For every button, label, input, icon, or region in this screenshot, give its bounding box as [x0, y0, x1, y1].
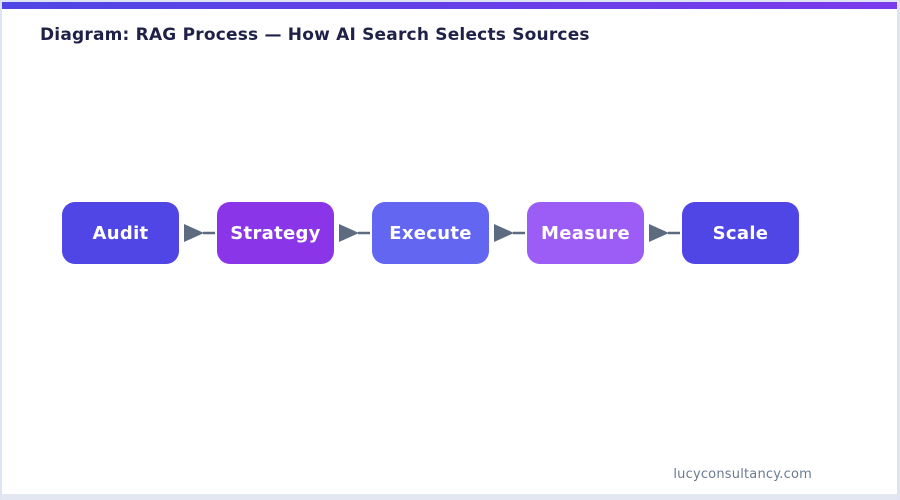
arrow-right-icon: [494, 224, 525, 242]
flow-step-scale: Scale: [682, 202, 799, 264]
flow-arrow: [334, 202, 372, 264]
flow-step-label: Audit: [92, 222, 149, 244]
flow-step-measure: Measure: [527, 202, 644, 264]
flow-arrow: [644, 202, 682, 264]
flow-step-label: Scale: [712, 222, 769, 244]
footer-website: lucyconsultancy.com: [673, 467, 812, 482]
flow-step-audit: Audit: [62, 202, 179, 264]
flow-step-label: Measure: [541, 222, 630, 244]
flow-step-label: Execute: [389, 222, 472, 244]
arrow-right-icon: [184, 224, 215, 242]
process-flow: Audit Strategy Execute Measure S: [62, 202, 799, 264]
page-title: Diagram: RAG Process — How AI Search Sel…: [40, 25, 590, 45]
arrow-right-icon: [649, 224, 680, 242]
arrow-right-icon: [339, 224, 370, 242]
flow-step-execute: Execute: [372, 202, 489, 264]
flow-step-strategy: Strategy: [217, 202, 334, 264]
flow-arrow: [489, 202, 527, 264]
top-accent-bar: [2, 2, 897, 9]
flow-arrow: [179, 202, 217, 264]
flow-step-label: Strategy: [230, 222, 321, 244]
